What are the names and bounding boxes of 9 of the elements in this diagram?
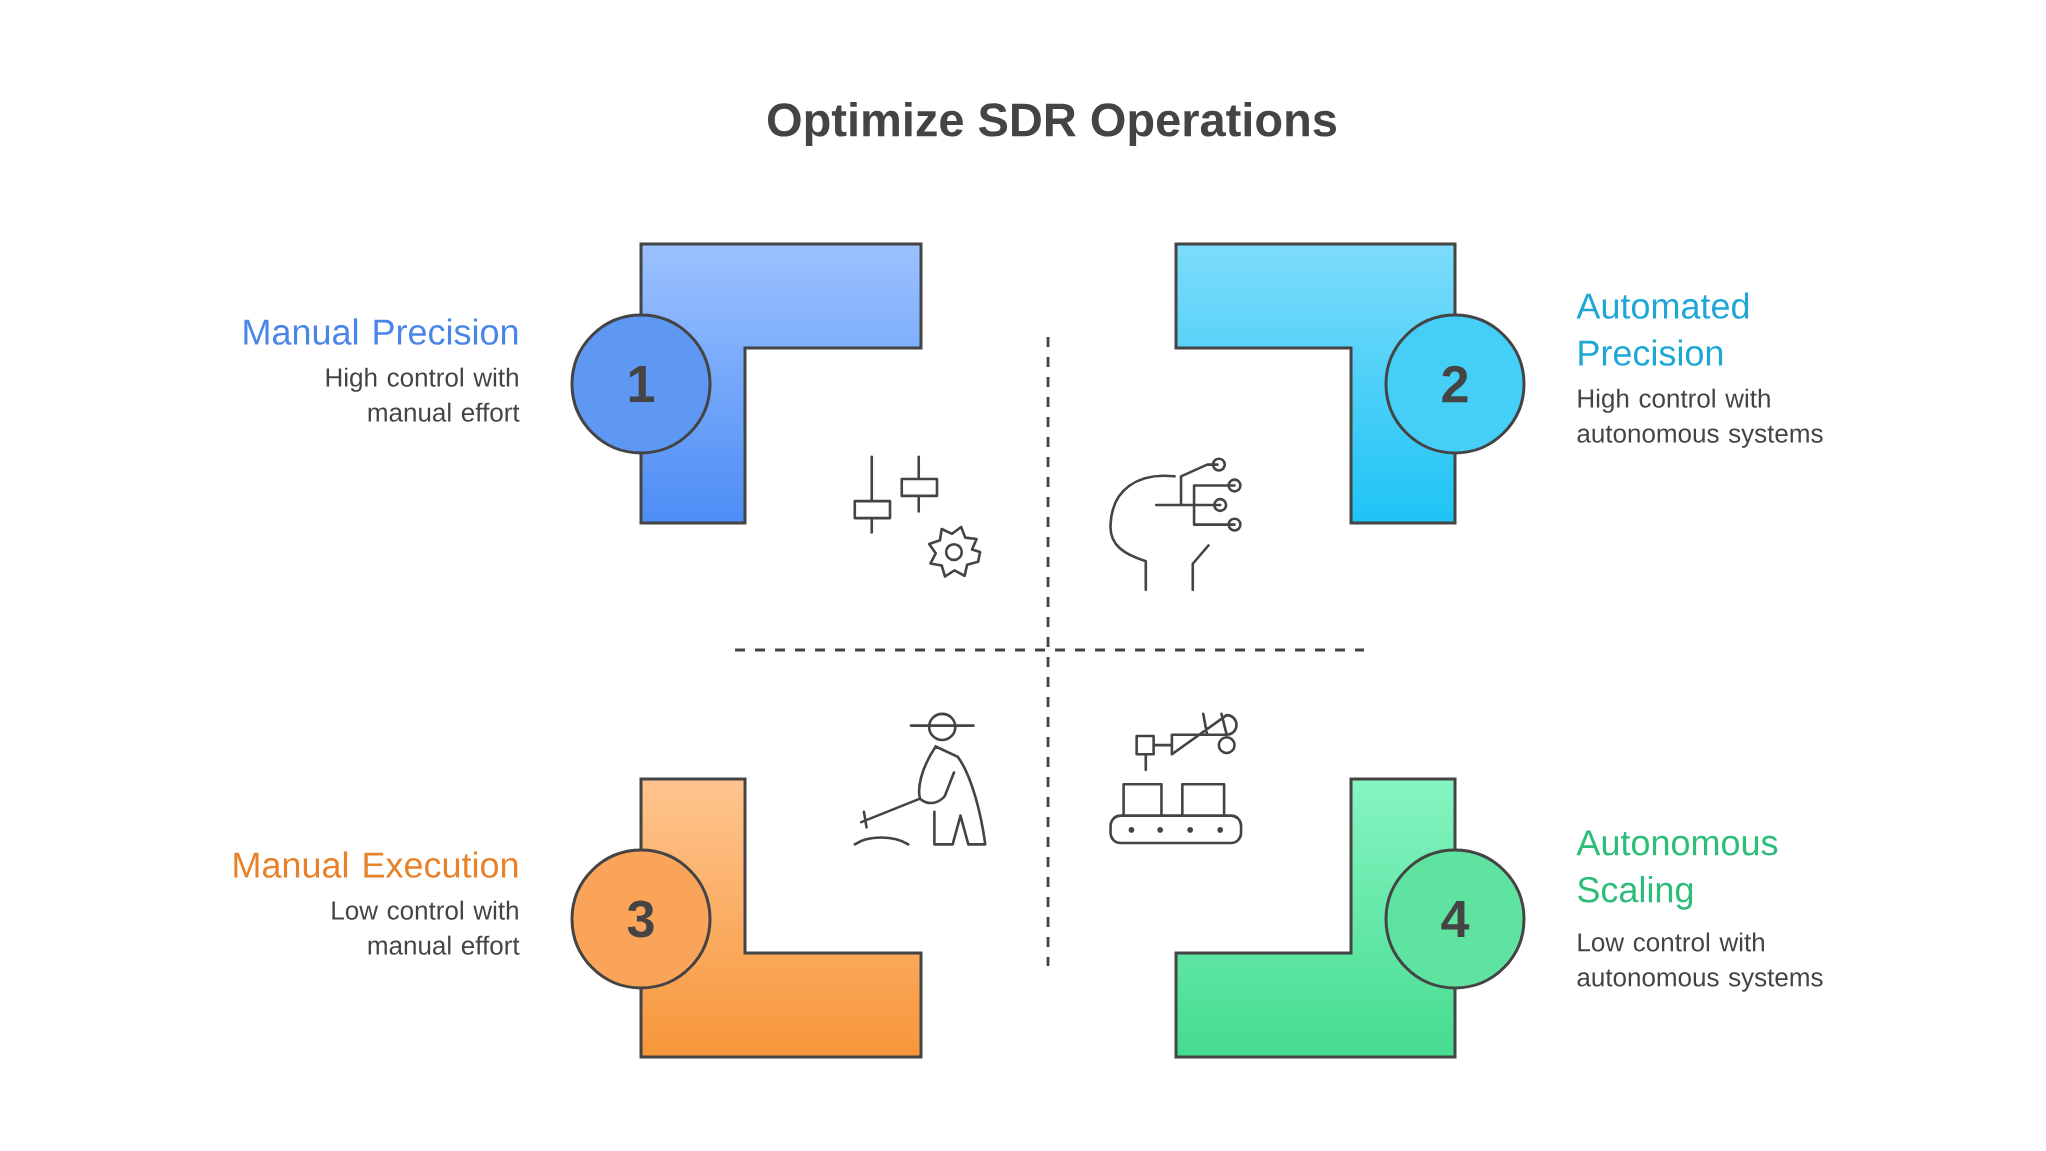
quadrant-description: Low control with manual effort [332, 900, 520, 955]
quadrant-title: Automated Precision [1576, 292, 1749, 366]
quadrant-description: High control with manual effort [326, 367, 520, 422]
quadrant-description: Low control with autonomous systems [1577, 932, 1823, 992]
quadrant-title: Manual Execution [234, 851, 518, 878]
quadrant-title: Autonomous Scaling [1576, 830, 1778, 910]
title: Optimize SDR Operations [767, 102, 1337, 146]
quadrant-title: Manual Precision [244, 318, 518, 345]
quadrant-description: High control with autonomous systems [1577, 388, 1823, 448]
